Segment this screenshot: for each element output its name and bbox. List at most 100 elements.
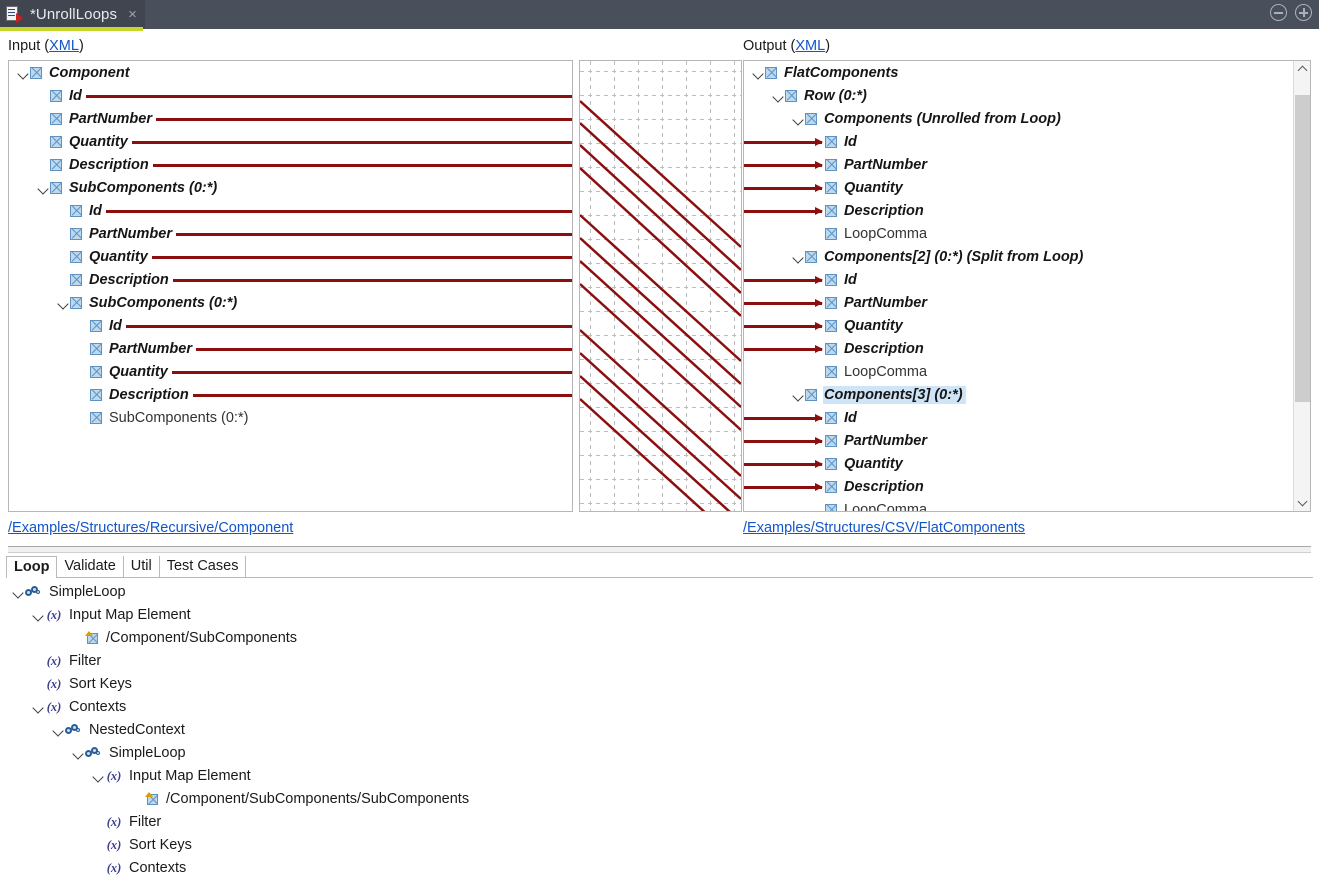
loop-tree-row[interactable]: /Component/SubComponents <box>0 626 1319 649</box>
tree-row[interactable]: Quantity <box>9 130 572 153</box>
chevron-down-icon[interactable] <box>72 741 85 764</box>
zoom-out-button[interactable] <box>1270 4 1287 21</box>
tree-row[interactable]: Id <box>9 84 572 107</box>
loop-tree-row[interactable]: (x)Filter <box>0 649 1319 672</box>
tree-row[interactable]: PartNumber <box>744 153 1310 176</box>
schema-node-icon <box>765 66 777 79</box>
chevron-down-icon[interactable] <box>37 176 50 199</box>
tree-row[interactable]: PartNumber <box>744 291 1310 314</box>
chevron-down-icon[interactable] <box>752 61 765 84</box>
document-tab[interactable]: *UnrollLoops × <box>0 0 145 29</box>
tree-row[interactable]: FlatComponents <box>744 61 1310 84</box>
tree-row[interactable]: PartNumber <box>9 107 572 130</box>
bottom-tab-loop[interactable]: Loop <box>6 556 58 578</box>
chevron-down-icon[interactable] <box>32 695 45 718</box>
tree-row[interactable]: Description <box>9 383 572 406</box>
tree-row[interactable]: Id <box>744 268 1310 291</box>
tree-row[interactable]: Component <box>9 61 572 84</box>
chevron-down-icon[interactable] <box>792 383 805 406</box>
loop-tree-row[interactable]: (x)Sort Keys <box>0 833 1319 856</box>
close-icon[interactable]: × <box>128 6 137 23</box>
tree-row[interactable]: Description <box>9 268 572 291</box>
chevron-down-icon[interactable] <box>52 718 65 741</box>
tree-row[interactable]: LoopComma <box>744 360 1310 383</box>
loop-tree-row[interactable]: /Component/SubComponents/SubComponents <box>0 787 1319 810</box>
tree-row[interactable]: Quantity <box>744 176 1310 199</box>
twisty-spacer <box>57 199 70 222</box>
output-path-link[interactable]: /Examples/Structures/CSV/FlatComponents <box>743 520 1026 536</box>
tree-row[interactable]: SubComponents (0:*) <box>9 291 572 314</box>
tree-row[interactable]: LoopComma <box>744 222 1310 245</box>
tree-row[interactable]: Quantity <box>9 360 572 383</box>
output-xml-link[interactable]: XML <box>795 38 826 54</box>
output-scrollbar[interactable] <box>1293 61 1310 511</box>
input-xml-link[interactable]: XML <box>49 38 79 54</box>
tree-row[interactable]: Id <box>744 130 1310 153</box>
chevron-down-icon[interactable] <box>772 84 785 107</box>
tree-row[interactable]: Description <box>744 199 1310 222</box>
tree-row[interactable]: Components[3] (0:*) <box>744 383 1310 406</box>
tree-row[interactable]: Id <box>9 199 572 222</box>
loop-tree-row[interactable]: (x)Input Map Element <box>0 764 1319 787</box>
scrollbar-thumb[interactable] <box>1295 94 1310 403</box>
bottom-tab-util[interactable]: Util <box>124 556 160 577</box>
tree-row[interactable]: PartNumber <box>744 429 1310 452</box>
tree-row[interactable]: Row (0:*) <box>744 84 1310 107</box>
chevron-down-icon[interactable] <box>32 603 45 626</box>
schema-node-icon <box>50 112 62 125</box>
scroll-up-arrow-icon[interactable] <box>1294 61 1310 78</box>
loop-tree-row-label: Sort Keys <box>69 675 132 692</box>
tree-row[interactable]: Quantity <box>9 245 572 268</box>
loop-tree-row[interactable]: (x)Contexts <box>0 695 1319 718</box>
loop-tree-row[interactable]: (x)Filter <box>0 810 1319 833</box>
input-path-link[interactable]: /Examples/Structures/Recursive/Component <box>8 520 294 536</box>
chevron-down-icon[interactable] <box>17 61 30 84</box>
bottom-tab-test-cases[interactable]: Test Cases <box>160 556 247 577</box>
loop-tree-row[interactable]: (x)Contexts <box>0 856 1319 879</box>
tree-row[interactable]: Quantity <box>744 314 1310 337</box>
mapping-canvas[interactable] <box>579 60 742 512</box>
tree-row-label-wrap: PartNumber <box>843 156 930 174</box>
zoom-in-button[interactable] <box>1295 4 1312 21</box>
tree-row[interactable]: Description <box>9 153 572 176</box>
panel-splitter[interactable] <box>8 546 1311 553</box>
tree-row[interactable]: Id <box>9 314 572 337</box>
scroll-down-arrow-icon[interactable] <box>1294 494 1310 511</box>
chevron-down-icon[interactable] <box>792 107 805 130</box>
tree-row[interactable]: Description <box>744 337 1310 360</box>
tree-row-label: Description <box>844 340 924 357</box>
loop-tree-row[interactable]: (x)Sort Keys <box>0 672 1319 695</box>
chevron-down-icon[interactable] <box>92 764 105 787</box>
loop-tree-row[interactable]: NestedContext <box>0 718 1319 741</box>
tree-row[interactable]: PartNumber <box>9 337 572 360</box>
tree-row[interactable]: Components (Unrolled from Loop) <box>744 107 1310 130</box>
mapping-connector-arrow <box>744 299 823 306</box>
chevron-down-icon[interactable] <box>12 580 25 603</box>
tree-row-label: Description <box>69 156 149 173</box>
title-bar: *UnrollLoops × <box>0 0 1319 31</box>
chevron-down-icon[interactable] <box>792 245 805 268</box>
tree-row[interactable]: SubComponents (0:*) <box>9 176 572 199</box>
tree-row-label: Id <box>844 409 857 426</box>
tree-row-label: Description <box>109 386 189 403</box>
bottom-tab-validate[interactable]: Validate <box>57 556 124 577</box>
tree-row[interactable]: LoopComma <box>744 498 1310 511</box>
schema-node-icon <box>825 273 837 286</box>
loop-tree-row[interactable]: SimpleLoop <box>0 580 1319 603</box>
tree-row[interactable]: SubComponents (0:*) <box>9 406 572 429</box>
tree-row[interactable]: PartNumber <box>9 222 572 245</box>
tree-row[interactable]: Description <box>744 475 1310 498</box>
tree-row[interactable]: Id <box>744 406 1310 429</box>
tree-row[interactable]: Components[2] (0:*) (Split from Loop) <box>744 245 1310 268</box>
tree-row[interactable]: Quantity <box>744 452 1310 475</box>
schema-node-icon <box>825 342 837 355</box>
loop-tree-row[interactable]: (x)Input Map Element <box>0 603 1319 626</box>
loop-tree-row[interactable]: SimpleLoop <box>0 741 1319 764</box>
loop-detail-tree[interactable]: SimpleLoop(x)Input Map Element/Component… <box>0 580 1319 887</box>
chevron-down-icon[interactable] <box>57 291 70 314</box>
